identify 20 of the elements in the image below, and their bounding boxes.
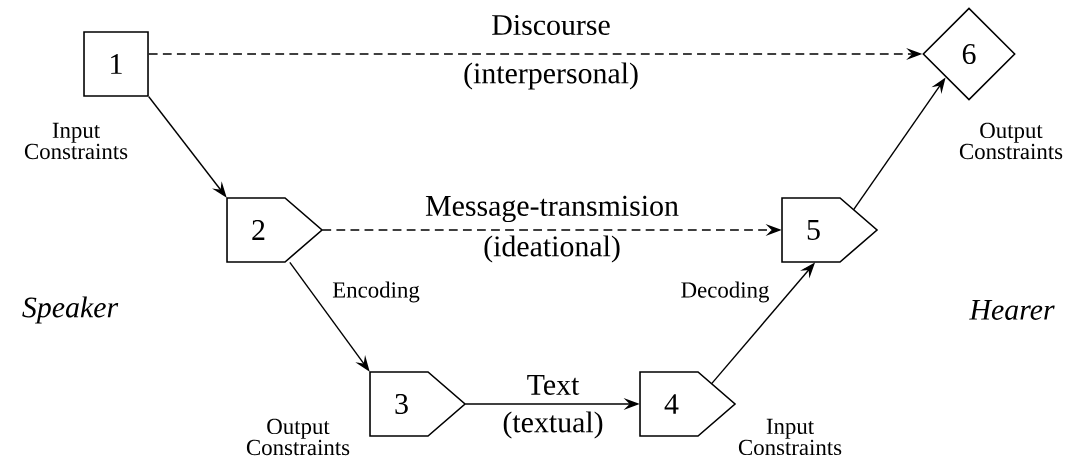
constraint-label: Output Constraints: [959, 122, 1063, 160]
constraint-label: Input Constraints: [24, 122, 128, 160]
edge-label: Encoding: [330, 279, 422, 305]
pentagon-box: 4: [639, 371, 737, 437]
pentagon-box: 2: [226, 197, 324, 263]
side-label: Speaker: [20, 294, 120, 326]
constraint-label: Input Constraints: [738, 418, 842, 456]
edge-label: Text: [524, 373, 582, 397]
side-label: Hearer: [967, 298, 1057, 322]
diamond-box: 6: [922, 7, 1016, 101]
function-label: (textual): [500, 409, 606, 441]
function-label: (ideational): [481, 233, 623, 265]
pentagon-box: 3: [369, 371, 467, 437]
edge-label: Decoding: [678, 279, 772, 305]
edge-label: Message-transmision: [423, 194, 681, 224]
constraint-label: Output Constraints: [246, 418, 350, 456]
edge-label: Discourse: [489, 13, 613, 37]
pentagon-box: 5: [781, 197, 879, 263]
function-label: (interpersonal): [461, 60, 641, 92]
square-box: 1: [83, 31, 149, 97]
